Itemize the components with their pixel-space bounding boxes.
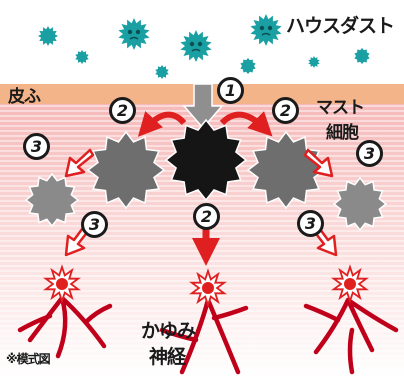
- nerve-signal-icon: [189, 268, 227, 308]
- house-dust-particles: [38, 14, 370, 79]
- step-2-marker-center: 2: [193, 203, 220, 230]
- mast-cell-far-left-icon: [24, 172, 80, 228]
- mast-cell-label-line1: マスト: [316, 98, 365, 118]
- nerve-signal-icon: [43, 264, 81, 304]
- mast-cell-right-icon: [246, 130, 326, 210]
- dust-particle-icon: [308, 56, 320, 68]
- itch-nerve-label-line2: 神経: [149, 346, 186, 368]
- mast-cell-far-right-icon: [332, 176, 388, 232]
- step-3-marker-upper-left: 3: [23, 133, 50, 160]
- dust-particle-icon: [354, 48, 370, 64]
- step-3-marker-lower-left: 3: [81, 211, 108, 238]
- mast-cell-center-icon: [164, 118, 248, 202]
- dust-particle-icon: [250, 14, 282, 46]
- itch-nerve-label-line1: かゆみ: [141, 320, 196, 342]
- house-dust-label: ハウスダスト: [286, 15, 395, 37]
- step-2-marker-right: 2: [272, 97, 299, 124]
- release-arrow-right: [219, 111, 273, 137]
- dust-particle-icon: [38, 26, 58, 46]
- step-1-marker: 1: [217, 77, 244, 104]
- step-3-marker-upper-right: 3: [356, 140, 383, 167]
- nerve-center: [159, 297, 249, 375]
- release-arrow-left: [137, 111, 187, 137]
- step-2-marker-left: 2: [109, 97, 136, 124]
- skin-label: 皮ふ: [8, 87, 41, 107]
- schematic-note: ※模式図: [6, 352, 51, 366]
- entry-arrow: [182, 83, 224, 130]
- nerve-signal-icon: [331, 264, 369, 304]
- nerve-signals: [43, 264, 369, 308]
- mast-cells: [24, 118, 388, 232]
- hollow-arrow-left-cell: [64, 148, 95, 178]
- dust-particle-icon: [240, 58, 256, 74]
- dust-particle-icon: [75, 50, 89, 64]
- itch-nerves: [17, 295, 399, 375]
- mast-cell-label-line2: 細胞: [326, 123, 359, 143]
- step-3-marker-lower-right: 3: [297, 210, 324, 237]
- dust-particle-icon: [180, 30, 212, 62]
- mast-cell-left-icon: [86, 130, 166, 210]
- dust-particle-icon: [155, 65, 169, 79]
- nerve-left: [17, 295, 113, 359]
- dust-particle-icon: [118, 18, 150, 50]
- hollow-arrow-right-cell: [303, 148, 334, 178]
- nerve-right: [303, 297, 399, 375]
